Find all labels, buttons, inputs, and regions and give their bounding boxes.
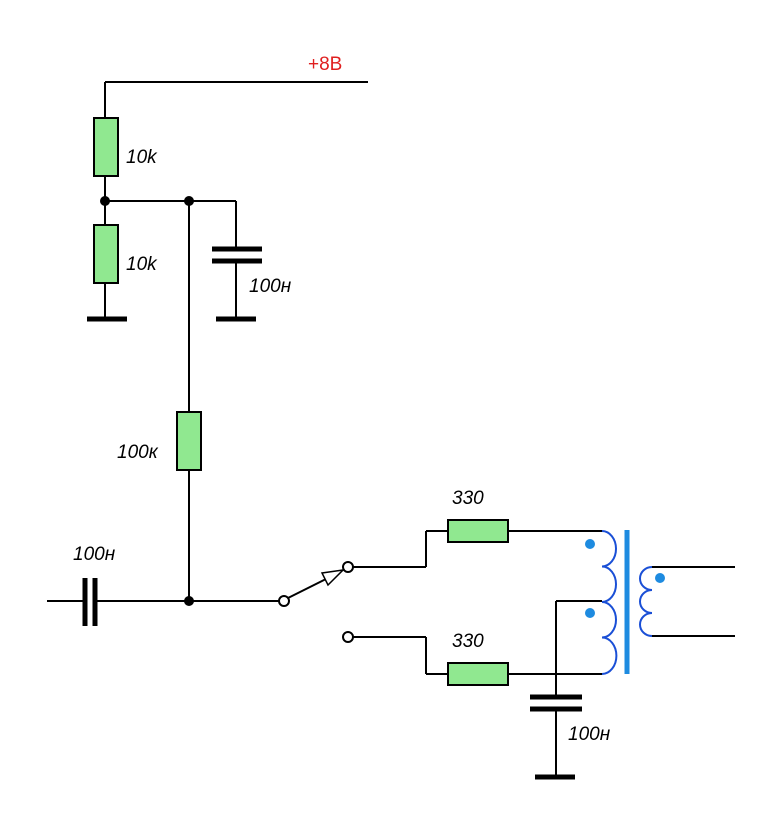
resistor-lower-label: 330 xyxy=(452,631,484,652)
primary-polarity-dot-center xyxy=(585,608,595,618)
transformer-secondary-winding xyxy=(639,566,653,637)
junction-dot-divider xyxy=(100,196,110,206)
resistor-lower xyxy=(447,662,509,686)
primary-polarity-dot-top xyxy=(585,539,595,549)
secondary-polarity-dot xyxy=(655,573,665,583)
resistor-bias-label: 100к xyxy=(117,442,159,463)
supply-voltage-label: +8В xyxy=(308,54,342,75)
transformer-primary-winding xyxy=(601,530,618,675)
resistor-divider-bottom-label: 10k xyxy=(126,254,158,275)
resistor-divider-top xyxy=(93,117,119,177)
resistor-divider-top-label: 10k xyxy=(126,147,158,168)
switch-common-terminal xyxy=(278,595,290,607)
resistor-divider-bottom xyxy=(93,224,119,284)
resistor-bias xyxy=(176,411,202,471)
capacitor-lower-label: 100н xyxy=(568,724,611,745)
switch-arm-arrow xyxy=(320,568,346,587)
switch-terminal-upper xyxy=(342,561,354,573)
resistor-upper-label: 330 xyxy=(452,488,484,509)
capacitor-decouple-label: 100н xyxy=(249,276,292,297)
capacitor-input-label: 100н xyxy=(73,544,116,565)
resistor-upper xyxy=(447,519,509,543)
supply-rail xyxy=(104,81,368,118)
junction-dot-input xyxy=(184,596,194,606)
switch-terminal-lower xyxy=(342,631,354,643)
